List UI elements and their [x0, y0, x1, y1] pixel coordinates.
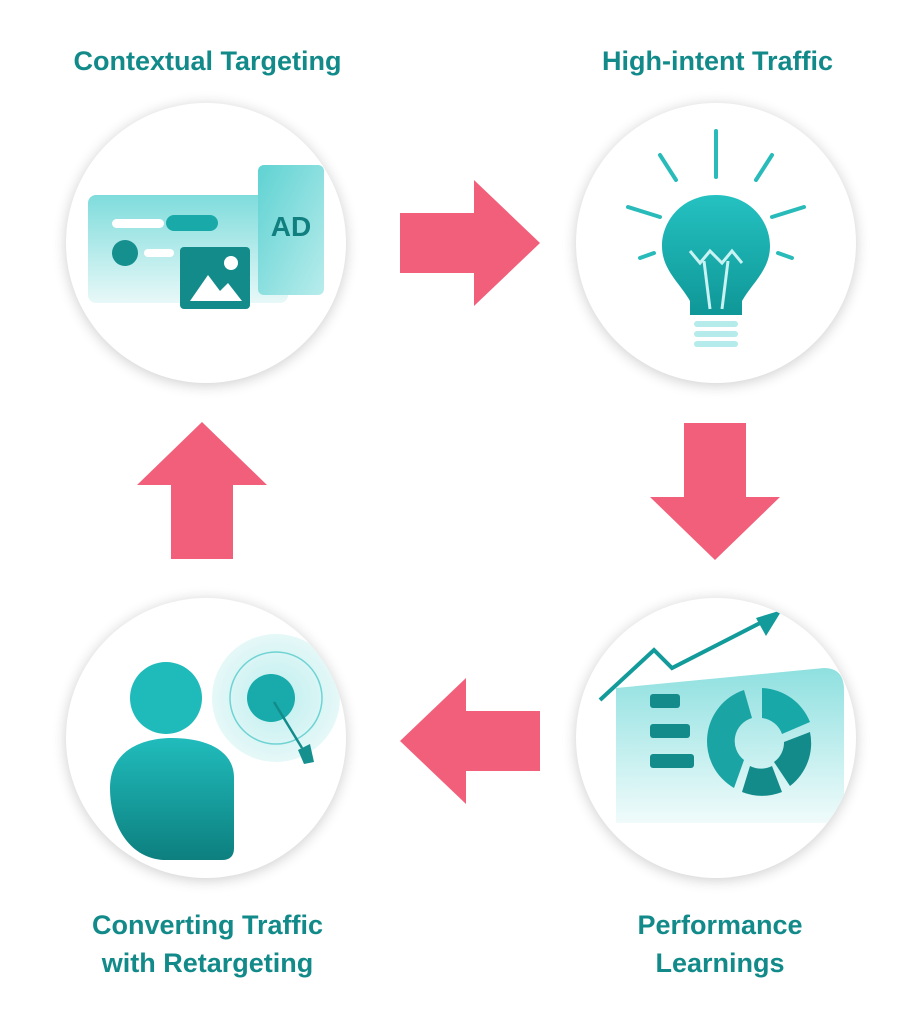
analytics-dashboard-icon [598, 610, 844, 823]
step-title-line: Converting Traffic [91, 910, 324, 940]
step-title-contextual-targeting: Contextual Targeting [73, 46, 342, 76]
step-circle-contextual-targeting: AD [66, 103, 346, 383]
step-circle-performance-learnings [576, 598, 856, 878]
step-title-high-intent-traffic: High-intent Traffic [602, 46, 833, 76]
step-title-converting-traffic: Converting Traffic with Retargeting [40, 906, 375, 982]
step-title-line: with Retargeting [101, 948, 314, 978]
ad-badge-text: AD [271, 211, 311, 242]
arrow-left [400, 678, 540, 804]
step-circle-high-intent-traffic [576, 103, 856, 383]
retargeting-user-icon [110, 634, 340, 860]
step-title-performance-learnings: Performance Learnings [560, 906, 880, 982]
step-circle-converting-traffic [66, 598, 346, 878]
arrow-down [650, 423, 780, 560]
step-title-line: Performance [637, 910, 803, 940]
ad-placement-icon: AD [88, 165, 324, 309]
step-title-line: Learnings [655, 948, 785, 978]
lightbulb-icon [626, 129, 806, 347]
arrow-right [400, 180, 540, 306]
arrow-up [137, 422, 267, 559]
